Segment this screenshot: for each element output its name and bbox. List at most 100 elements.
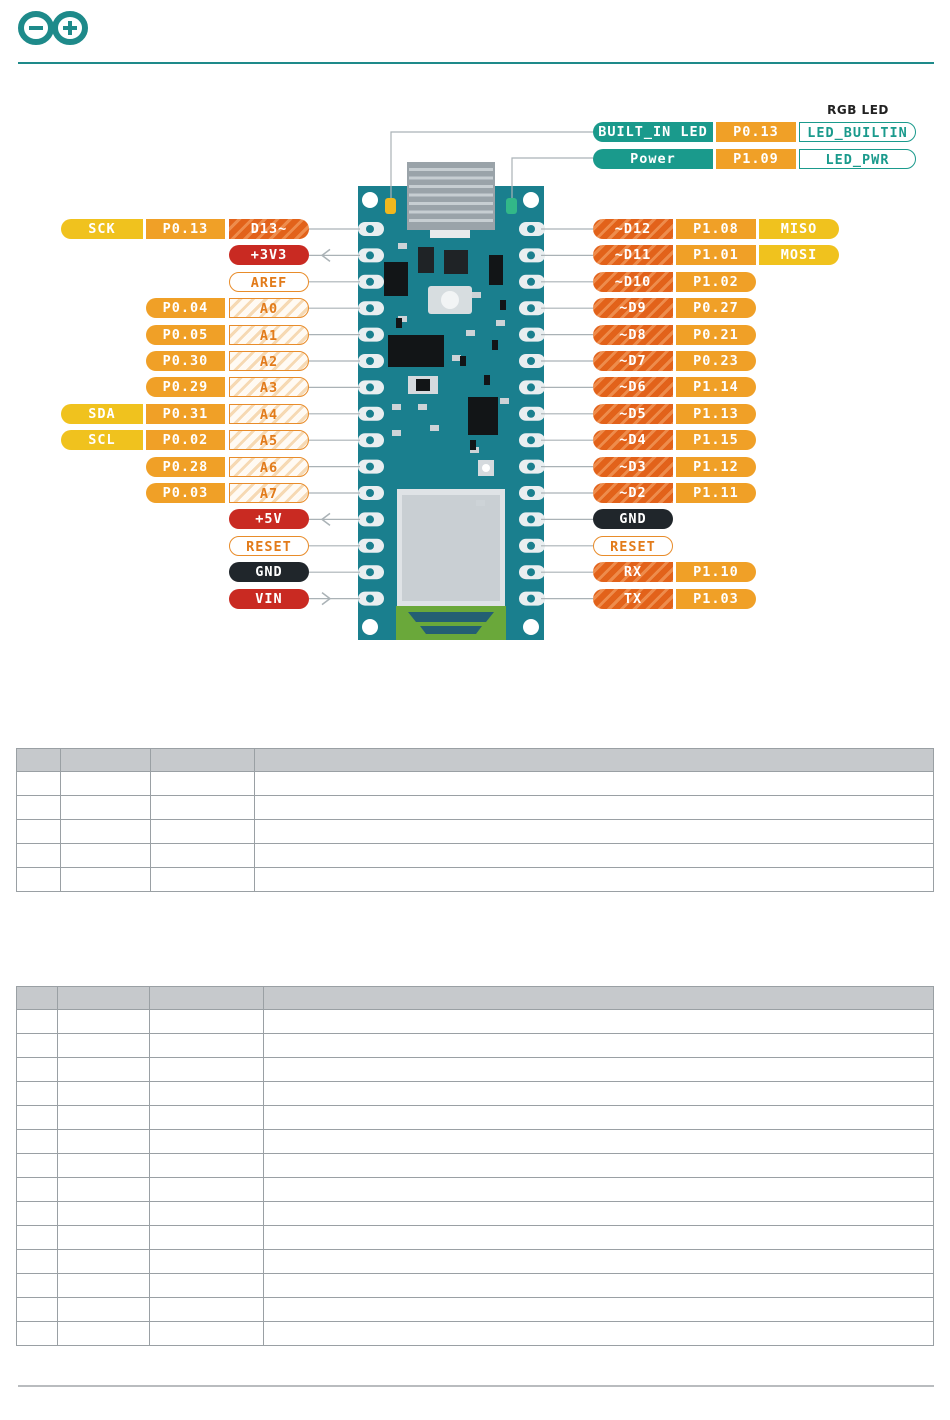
antenna-area xyxy=(396,606,506,640)
regulator-chip xyxy=(384,262,408,296)
pin-hole xyxy=(366,251,374,260)
pin-hole xyxy=(527,541,535,550)
pin-hole xyxy=(527,357,535,365)
table-row xyxy=(16,795,934,820)
usb-shield-stripe xyxy=(409,193,493,197)
pin-label-right-d11: ~D11 xyxy=(593,245,673,266)
pin-label-right-d11: MOSI xyxy=(759,245,839,266)
pin-label-left-vin: VIN xyxy=(229,588,309,609)
table-cell xyxy=(149,1105,264,1130)
power-led xyxy=(506,198,517,214)
pin-label-left-a2: A2 xyxy=(229,351,309,371)
table-cell xyxy=(254,867,934,892)
table-cell xyxy=(149,1057,264,1082)
table-cell xyxy=(60,867,151,892)
table-cell xyxy=(149,1153,264,1178)
pin-hole xyxy=(366,515,374,524)
pin-label-right-d9: ~D9 xyxy=(593,298,673,319)
table-cell xyxy=(16,1273,58,1298)
table-row xyxy=(16,1129,934,1154)
mounting-hole xyxy=(523,192,539,208)
table-cell xyxy=(254,795,934,820)
table-cell xyxy=(16,1249,58,1274)
pin-label-right-d5: P1.13 xyxy=(676,403,756,424)
header-cell xyxy=(150,748,255,772)
table-cell xyxy=(16,1321,58,1346)
pin-label-right-d12: P1.08 xyxy=(676,219,756,239)
pin-hole xyxy=(527,436,535,445)
pin-hole xyxy=(366,436,374,445)
smd-resistor xyxy=(470,440,476,450)
usb-shield-stripe xyxy=(409,185,493,188)
pin-label-left-a1: A1 xyxy=(229,324,309,345)
pin-hole xyxy=(366,277,374,286)
table-row xyxy=(16,1297,934,1322)
pin-label-right-d11: P1.01 xyxy=(676,245,756,266)
table-cell xyxy=(263,1201,934,1226)
table-cell xyxy=(263,1009,934,1034)
pin-hole xyxy=(527,277,535,286)
header-cell xyxy=(149,986,264,1010)
table-cell xyxy=(149,1129,264,1154)
builtin-led xyxy=(385,198,396,214)
table-cell xyxy=(60,843,151,868)
pin-hole xyxy=(527,225,535,233)
pin-hole xyxy=(366,304,374,313)
table-cell xyxy=(57,1201,150,1226)
pin-hole xyxy=(366,541,374,550)
pin-label-left-a0: P0.04 xyxy=(146,298,225,319)
pin-hole xyxy=(527,409,535,418)
smd-resistor xyxy=(492,340,498,350)
pin-label-left-a1: P0.05 xyxy=(146,324,225,345)
led-dot xyxy=(482,464,490,472)
table-cell xyxy=(149,1249,264,1274)
led-label-power-led: P1.09 xyxy=(716,148,796,169)
table-cell xyxy=(16,1129,58,1154)
table-cell xyxy=(16,1057,58,1082)
pin-label-left-a4: SDA xyxy=(61,403,143,424)
smd-resistor xyxy=(484,375,490,385)
table-row xyxy=(16,1081,934,1106)
pin-hole xyxy=(527,515,535,524)
pin-label-right-d3: P1.12 xyxy=(676,456,756,477)
table-cell xyxy=(150,771,255,796)
pin-label-right-d12: ~D12 xyxy=(593,219,673,239)
antenna-trace xyxy=(408,612,494,622)
table-cell xyxy=(263,1249,934,1274)
led-label-builtin-led: P0.13 xyxy=(716,122,796,142)
header-cell xyxy=(16,748,61,772)
table-cell xyxy=(57,1321,150,1346)
pin-hole xyxy=(366,568,374,577)
table-cell xyxy=(16,843,61,868)
pin-label-right-d6: ~D6 xyxy=(593,377,673,398)
pin-label-right-rx: P1.10 xyxy=(676,562,756,583)
usb-shield-stripe xyxy=(409,168,493,171)
table-cell xyxy=(149,1177,264,1202)
pin-label-right-d7: ~D7 xyxy=(593,351,673,371)
pin-hole xyxy=(527,383,535,392)
pin-label-left-5v: +5V xyxy=(229,509,309,530)
table-row xyxy=(16,867,934,892)
mounting-hole xyxy=(362,192,378,208)
pin-label-right-reset: RESET xyxy=(593,535,673,556)
table-cell xyxy=(150,843,255,868)
pin-label-left-d13: P0.13 xyxy=(146,219,225,239)
table-cell xyxy=(57,1129,150,1154)
table-cell xyxy=(263,1153,934,1178)
pin-label-right-d9: P0.27 xyxy=(676,298,756,319)
pin-label-left-d13: SCK xyxy=(61,219,143,239)
table-cell xyxy=(16,771,61,796)
pin-label-right-d2: P1.11 xyxy=(676,483,756,503)
pin-label-right-d8: P0.21 xyxy=(676,324,756,345)
pin-table-2 xyxy=(16,986,934,1346)
table-header-row xyxy=(16,986,934,1010)
pin-hole xyxy=(527,594,535,603)
pin-label-right-d4: P1.15 xyxy=(676,430,756,451)
table-cell xyxy=(254,819,934,844)
table-cell xyxy=(149,1201,264,1226)
sensor-chip xyxy=(444,250,468,274)
table-cell xyxy=(16,1153,58,1178)
table-cell xyxy=(254,771,934,796)
table-cell xyxy=(149,1033,264,1058)
builtin-led-callout-line xyxy=(390,131,593,198)
